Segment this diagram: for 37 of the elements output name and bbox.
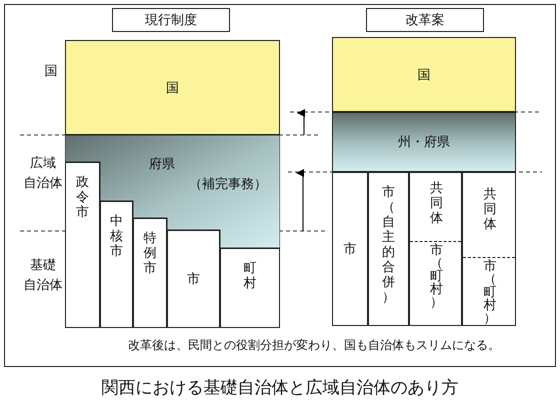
level-label: 国 <box>166 80 179 96</box>
row-label: 広域自治体 <box>22 155 64 193</box>
municipality-column <box>133 218 167 328</box>
municipality-column <box>332 172 368 326</box>
municipality-label: 共同体 <box>483 187 497 232</box>
municipality-column <box>100 201 133 328</box>
caption: 関西における基礎自治体と広域自治体のあり方 <box>100 377 460 399</box>
nation-band <box>65 40 280 135</box>
municipality-column <box>65 162 100 328</box>
municipality-column <box>368 172 409 326</box>
municipality-label: 市（町村） <box>483 260 497 325</box>
municipality-label: 市 <box>343 242 357 256</box>
municipality-label: 共同体 <box>430 181 444 226</box>
heading-text: 改革案 <box>406 12 444 29</box>
prefecture-band <box>332 112 516 172</box>
note-text: 改革後は、民間との役割分担が変わり、国も自治体もスリムになる。 <box>128 337 501 354</box>
level-label: 府県 <box>149 156 175 173</box>
panel-heading <box>366 8 484 32</box>
level-label: 州・府県 <box>398 134 450 151</box>
municipality-column <box>220 248 280 328</box>
municipality-label: 政令市 <box>76 175 90 220</box>
municipality-label: 市（自主的合併） <box>382 185 396 305</box>
row-label: 基礎自治体 <box>22 257 64 295</box>
level-label: 国 <box>418 66 430 84</box>
municipality-label: 町村 <box>243 261 257 291</box>
municipality-label: 中核市 <box>110 214 124 259</box>
municipality-column <box>462 172 516 326</box>
municipality-column <box>409 172 462 326</box>
panel-heading <box>112 8 230 32</box>
municipality-column <box>167 230 220 328</box>
level-note: （補完事務） <box>189 176 267 193</box>
municipality-label: 特例市 <box>143 231 157 276</box>
row-label: 国 <box>44 63 58 81</box>
municipality-label: 市（町村） <box>430 244 444 309</box>
nation-band <box>332 37 516 112</box>
municipality-label: 市 <box>186 272 200 286</box>
heading-text: 現行制度 <box>145 12 197 29</box>
